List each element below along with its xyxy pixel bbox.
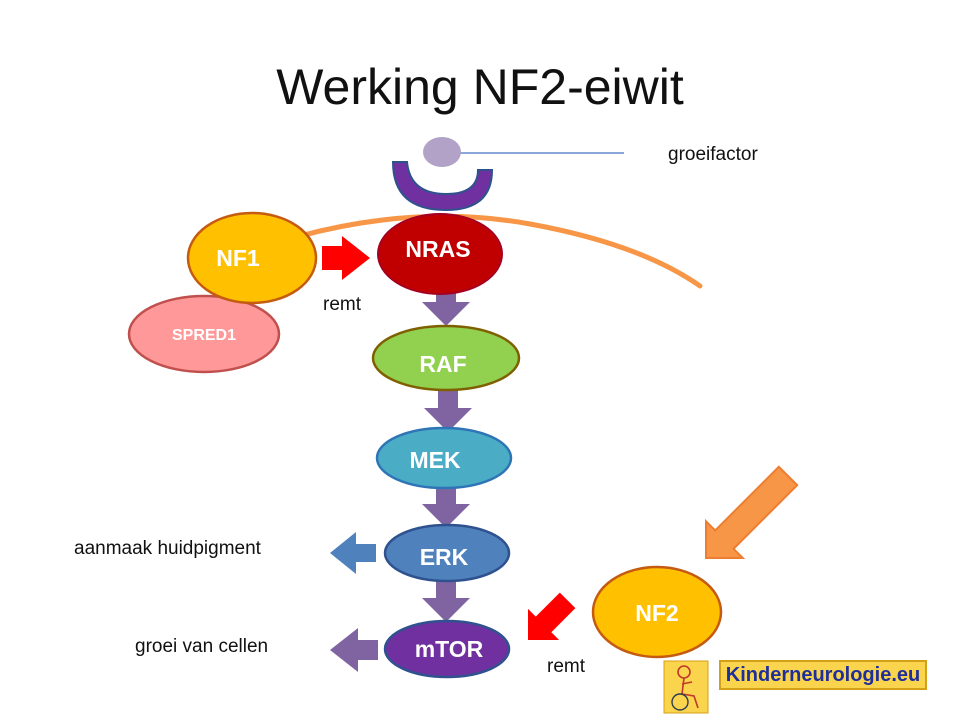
- mek-node: [375, 426, 513, 490]
- raf-node: [371, 324, 521, 392]
- erk-label: ERK: [420, 544, 469, 570]
- arrow-nras-raf: [422, 280, 470, 326]
- erk-node: [383, 523, 511, 583]
- arrow-erk-output: [330, 532, 376, 574]
- arrow-nf2-mtor: [528, 592, 576, 640]
- arrow-erk-mtor: [422, 578, 470, 622]
- receptor-icon: [391, 161, 494, 212]
- nras-label: NRAS: [405, 236, 470, 262]
- mtor-label: mTOR: [415, 636, 484, 662]
- growth-factor-icon: [423, 137, 461, 167]
- nras-node: [377, 213, 503, 295]
- logo-figure-icon: [663, 660, 709, 714]
- remt-label-bottom: remt: [547, 656, 585, 677]
- spred1-label: SPRED1: [172, 327, 236, 344]
- arrow-mtor-output: [330, 628, 378, 672]
- spred1-node: [127, 294, 281, 374]
- arrow-mek-erk: [422, 484, 470, 528]
- mtor-node: [383, 619, 511, 679]
- aanmaak-huidpigment-label: aanmaak huidpigment: [74, 538, 261, 559]
- groei-van-cellen-label: groei van cellen: [135, 636, 269, 657]
- arrow-to-nf2: [705, 465, 799, 559]
- nf1-node: [186, 211, 318, 305]
- mek-label: MEK: [409, 447, 461, 473]
- nf2-label: NF2: [635, 600, 678, 626]
- cell-membrane: [297, 213, 703, 289]
- remt-label-top: remt: [323, 294, 361, 315]
- raf-label: RAF: [419, 351, 466, 377]
- arrow-raf-mek: [424, 386, 472, 432]
- nf2-node: [591, 565, 723, 659]
- groeifactor-label: groeifactor: [668, 144, 758, 165]
- nf1-label: NF1: [216, 245, 260, 271]
- logo-text: Kinderneurologie.eu: [719, 660, 927, 690]
- arrow-nf1-nras: [322, 236, 370, 280]
- slide-title: Werking NF2-eiwit: [276, 59, 684, 115]
